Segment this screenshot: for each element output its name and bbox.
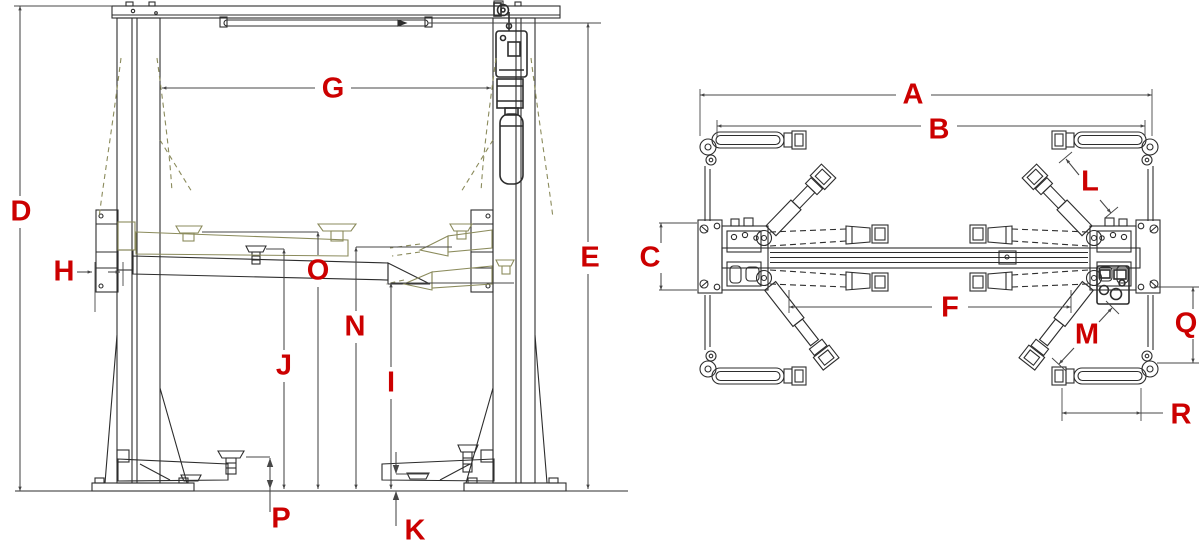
dim-label-d: D xyxy=(10,195,32,228)
plan-power-unit xyxy=(1096,265,1130,305)
dim-A xyxy=(699,89,1153,136)
dim-C xyxy=(659,222,697,291)
left-mid-arm xyxy=(117,245,431,285)
floor-crossbar xyxy=(721,247,1141,269)
cable-pulley xyxy=(493,2,513,31)
power-unit xyxy=(495,30,528,185)
dim-E xyxy=(428,22,601,489)
dim-label-m: M xyxy=(1074,318,1100,351)
side-elevation-view xyxy=(15,0,628,492)
corner-arm-bottom-right xyxy=(1051,294,1159,386)
overhead-beam xyxy=(111,0,561,19)
folded-arm-top-left xyxy=(769,224,889,247)
dim-L xyxy=(1058,151,1119,219)
dim-label-o: O xyxy=(306,254,330,287)
corner-arm-top-left xyxy=(699,130,807,222)
dim-label-f: F xyxy=(941,291,959,324)
dim-K xyxy=(392,452,429,526)
folded-arm-bottom-right xyxy=(969,269,1089,292)
swing-arm-rear-left xyxy=(763,163,837,239)
dim-label-g: G xyxy=(321,72,345,105)
right-phantom-arm-lower xyxy=(385,259,515,291)
dim-F xyxy=(788,290,1072,313)
dimension-lines xyxy=(14,5,1199,526)
corner-arm-bottom-left xyxy=(699,294,807,386)
dim-label-l: L xyxy=(1081,165,1099,198)
folded-arm-top-right xyxy=(969,224,1089,247)
dim-label-r: R xyxy=(1170,398,1192,431)
dim-D xyxy=(14,5,112,491)
dim-label-e: E xyxy=(580,241,600,274)
dim-H xyxy=(77,262,124,312)
dim-label-c: C xyxy=(639,241,661,274)
dim-O xyxy=(202,231,320,489)
right-phantom-arm-upper xyxy=(389,223,493,257)
dim-B xyxy=(716,120,1146,137)
left-carriage xyxy=(95,209,119,293)
dim-J xyxy=(266,248,286,489)
plan-left-carriage xyxy=(721,217,773,291)
left-lowered-arm xyxy=(116,449,245,482)
dim-R xyxy=(1061,388,1163,421)
dim-label-p: P xyxy=(271,502,291,535)
phantom-arms-side xyxy=(98,57,554,291)
dim-P xyxy=(246,456,274,512)
dim-label-j: J xyxy=(275,349,293,382)
right-carriage xyxy=(470,209,494,293)
dim-label-i: I xyxy=(386,366,396,399)
dim-label-n: N xyxy=(344,310,366,343)
plan-left-baseplate xyxy=(697,219,723,294)
left-phantom-arm xyxy=(117,221,358,257)
dim-I xyxy=(389,282,514,489)
dim-label-k: K xyxy=(404,514,426,542)
right-baseplate xyxy=(463,477,567,492)
folded-arm-bottom-left xyxy=(769,269,889,292)
right-lowered-arm xyxy=(381,444,495,482)
dim-N xyxy=(354,246,452,489)
dim-label-h: H xyxy=(53,255,75,288)
dim-M xyxy=(1051,300,1120,372)
dim-Q xyxy=(1154,286,1199,364)
dim-label-a: A xyxy=(902,78,924,111)
dim-label-q: Q xyxy=(1174,307,1198,340)
swing-arm-front-left xyxy=(761,279,840,371)
dim-label-b: B xyxy=(928,113,950,146)
plan-view xyxy=(697,130,1161,386)
corner-arm-top-right xyxy=(1051,130,1159,222)
